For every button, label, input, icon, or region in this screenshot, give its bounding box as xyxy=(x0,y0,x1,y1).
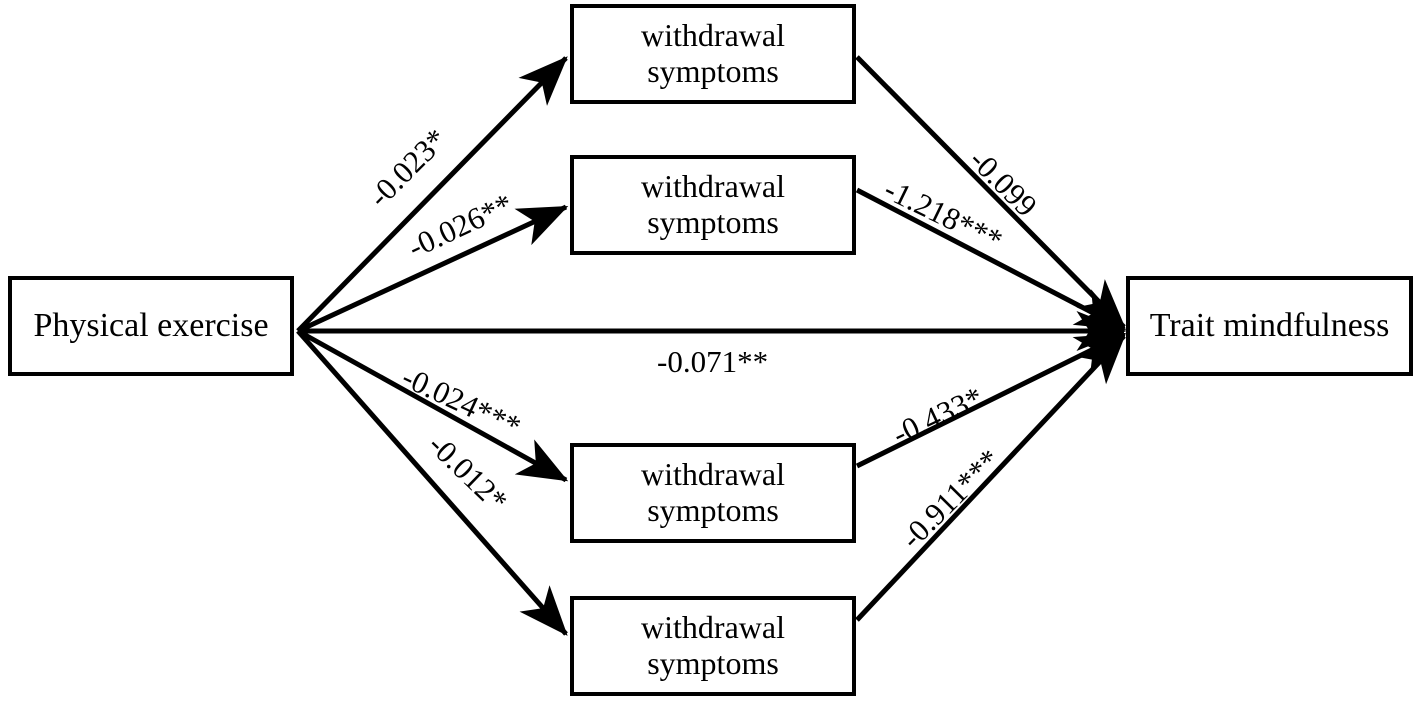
arrow-path-b3 xyxy=(855,331,1127,469)
node-mediator-2-label: withdrawal symptoms xyxy=(641,168,785,240)
node-mediator-1-label: withdrawal symptoms xyxy=(641,17,785,89)
node-mediator-2[interactable]: withdrawal symptoms xyxy=(570,155,856,255)
arrow-path-a4 xyxy=(296,329,568,636)
arrow-path-a1 xyxy=(296,56,568,333)
arrow-path-a3 xyxy=(296,328,569,483)
edge-label-c: -0.071** xyxy=(657,344,769,379)
arrow-path-b1 xyxy=(855,55,1126,329)
node-physical-exercise-label: Physical exercise xyxy=(33,306,269,344)
arrow-path-b4 xyxy=(855,334,1126,622)
node-physical-exercise[interactable]: Physical exercise xyxy=(8,276,294,376)
node-trait-mindfulness[interactable]: Trait mindfulness xyxy=(1126,276,1413,376)
arrow-path-b2 xyxy=(855,187,1127,332)
node-mediator-4-label: withdrawal symptoms xyxy=(641,609,785,681)
node-mediator-1[interactable]: withdrawal symptoms xyxy=(570,4,856,104)
node-trait-mindfulness-label: Trait mindfulness xyxy=(1149,306,1390,344)
arrow-path-a2 xyxy=(296,204,569,334)
node-mediator-3-label: withdrawal symptoms xyxy=(641,456,785,528)
node-mediator-3[interactable]: withdrawal symptoms xyxy=(570,443,856,543)
node-mediator-4[interactable]: withdrawal symptoms xyxy=(570,596,856,696)
